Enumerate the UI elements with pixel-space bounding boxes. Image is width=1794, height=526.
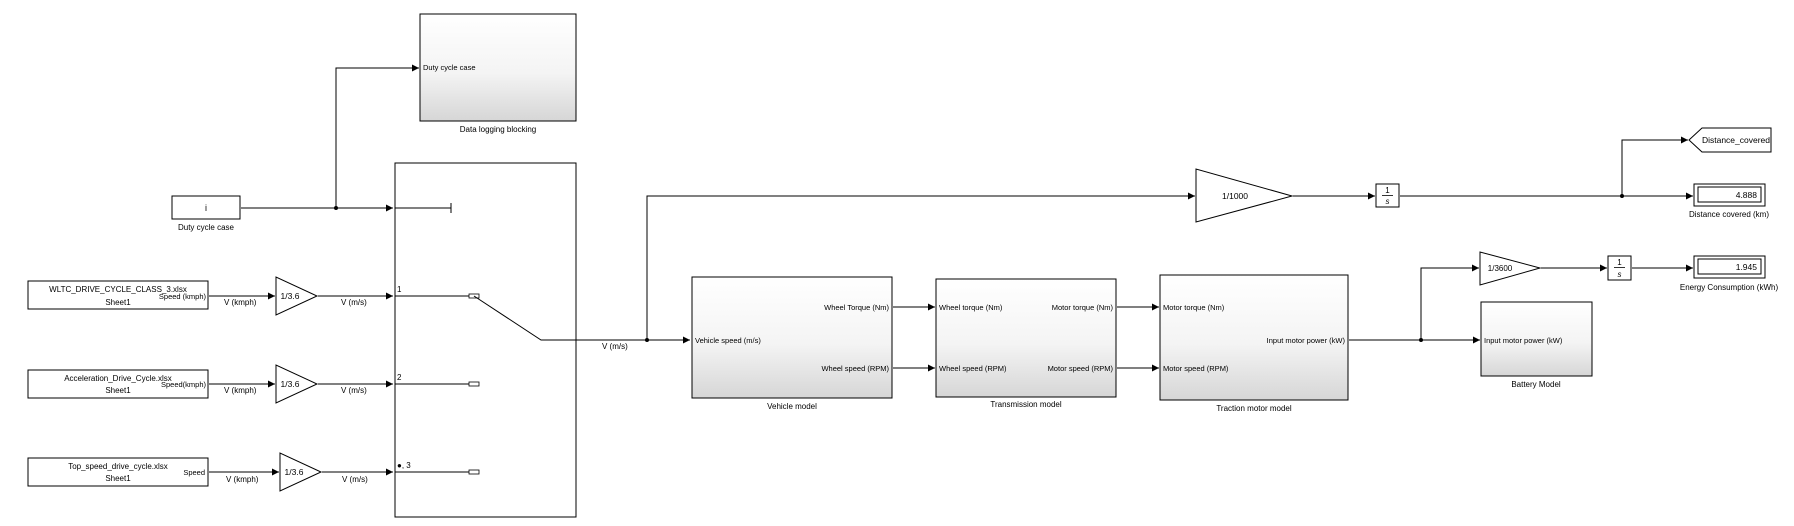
source-file: Acceleration_Drive_Cycle.xlsx: [64, 374, 172, 383]
switch-arm: [473, 295, 576, 341]
transmission-model-block[interactable]: Wheel torque (Nm) Wheel speed (RPM) Moto…: [935, 278, 1117, 409]
display-block-distance[interactable]: 4.888 Distance covered (km): [1689, 183, 1769, 219]
port-label: Motor torque (Nm): [1052, 303, 1114, 312]
integrator-denominator: s: [1386, 197, 1390, 206]
port-label: Wheel torque (Nm): [939, 303, 1003, 312]
block-caption: Data logging blocking: [460, 125, 537, 134]
signal-labels: V (kmph) V (m/s) V (kmph) V (m/s) V (kmp…: [224, 298, 628, 484]
source-block-wltc[interactable]: WLTC_DRIVE_CYCLE_CLASS_3.xlsx Sheet1 Spe…: [27, 280, 209, 310]
branch-point: [1620, 194, 1624, 198]
port-label: Input motor power (kW): [1267, 336, 1346, 345]
data-logging-block[interactable]: Duty cycle case Data logging blocking: [419, 13, 577, 134]
port-label: Duty cycle case: [423, 63, 476, 72]
block-caption: Distance covered (km): [1689, 210, 1769, 219]
port-label: Speed: [183, 468, 205, 477]
traction-motor-model-block[interactable]: Motor torque (Nm) Motor speed (RPM) Inpu…: [1159, 274, 1349, 413]
switch-port-label: 2: [397, 373, 402, 382]
source-sheet: Sheet1: [105, 474, 131, 483]
signal-label: V (kmph): [226, 475, 259, 484]
gain-value: 1/3.6: [281, 291, 300, 301]
signal-label: V (m/s): [341, 386, 367, 395]
goto-block-distance[interactable]: Distance_covered: [1688, 127, 1772, 153]
port-label: Wheel speed (RPM): [821, 364, 889, 373]
gain-block-distance[interactable]: 1/1000: [1195, 168, 1294, 223]
port-label: Motor speed (RPM): [1048, 364, 1114, 373]
block-caption: Battery Model: [1511, 380, 1561, 389]
branch-point: [334, 206, 338, 210]
integrator-numerator: 1: [1385, 186, 1390, 195]
port-label: Wheel Torque (Nm): [824, 303, 889, 312]
signal-label: V (kmph): [224, 298, 257, 307]
block-caption: Transmission model: [990, 400, 1062, 409]
source-block-top-speed[interactable]: Top_speed_drive_cycle.xlsx Sheet1 Speed: [27, 457, 209, 487]
switch-port-label: 1: [397, 285, 402, 294]
gain-value: 1/3600: [1488, 264, 1513, 273]
multiport-switch-block[interactable]: 1 2 ●, 3: [394, 162, 577, 518]
integrator-block-energy[interactable]: 1 s: [1607, 255, 1632, 281]
constant-value: i: [205, 203, 207, 213]
block-caption: Energy Consumption (kWh): [1680, 283, 1779, 292]
wire-to-goto[interactable]: [1621, 136, 1688, 196]
switch-contact-2: [468, 381, 480, 387]
block-caption: Vehicle model: [767, 402, 817, 411]
source-sheet: Sheet1: [105, 298, 131, 307]
gain-value: 1/3.6: [281, 379, 300, 389]
integrator-numerator: 1: [1617, 258, 1622, 267]
port-label: Motor torque (Nm): [1163, 303, 1225, 312]
signal-label: V (m/s): [602, 342, 628, 351]
wire-power-to-gain-energy[interactable]: [1420, 264, 1479, 340]
gain-block-energy[interactable]: 1/3600: [1479, 251, 1542, 286]
signal-label: V (kmph): [224, 386, 257, 395]
vehicle-model-block[interactable]: Vehicle speed (m/s) Wheel Torque (Nm) Wh…: [691, 276, 893, 411]
gain-block-2[interactable]: 1/3.6: [275, 364, 319, 404]
source-block-acceleration[interactable]: Acceleration_Drive_Cycle.xlsx Sheet1 Spe…: [27, 369, 209, 399]
port-label: Input motor power (kW): [1484, 336, 1563, 345]
switch-contact-3: [468, 469, 480, 475]
display-value: 1.945: [1736, 262, 1758, 272]
block-caption: Duty cycle case: [178, 223, 235, 232]
source-file: WLTC_DRIVE_CYCLE_CLASS_3.xlsx: [49, 285, 187, 294]
port-label: Wheel speed (RPM): [939, 364, 1007, 373]
integrator-denominator: s: [1618, 270, 1622, 279]
wire-v-to-gain-dist[interactable]: [646, 192, 1195, 340]
duty-cycle-constant-block[interactable]: i Duty cycle case: [171, 195, 241, 232]
gain-value: 1/3.6: [285, 467, 304, 477]
display-value: 4.888: [1736, 190, 1758, 200]
port-label: Speed (kmph): [159, 292, 207, 301]
port-label: Speed(kmph): [161, 380, 207, 389]
gain-block-1[interactable]: 1/3.6: [275, 276, 319, 316]
port-label: Motor speed (RPM): [1163, 364, 1229, 373]
signal-label: V (m/s): [342, 475, 368, 484]
port-label: Vehicle speed (m/s): [695, 336, 761, 345]
display-block-energy[interactable]: 1.945 Energy Consumption (kWh): [1680, 255, 1779, 292]
goto-tag: Distance_covered: [1702, 135, 1770, 145]
switch-control-line: [395, 203, 452, 213]
source-sheet: Sheet1: [105, 386, 131, 395]
source-file: Top_speed_drive_cycle.xlsx: [68, 462, 168, 471]
block-caption: Traction motor model: [1216, 404, 1292, 413]
integrator-block-distance[interactable]: 1 s: [1375, 183, 1400, 208]
signal-label: V (m/s): [341, 298, 367, 307]
switch-port-label: ●, 3: [397, 461, 411, 470]
battery-model-block[interactable]: Input motor power (kW) Battery Model: [1480, 301, 1593, 389]
gain-block-3[interactable]: 1/3.6: [279, 452, 323, 492]
branch-point: [1419, 338, 1423, 342]
wire-duty-to-logging[interactable]: [335, 64, 419, 208]
signal-wires: [209, 64, 1693, 476]
gain-value: 1/1000: [1222, 191, 1248, 201]
branch-point: [645, 338, 649, 342]
